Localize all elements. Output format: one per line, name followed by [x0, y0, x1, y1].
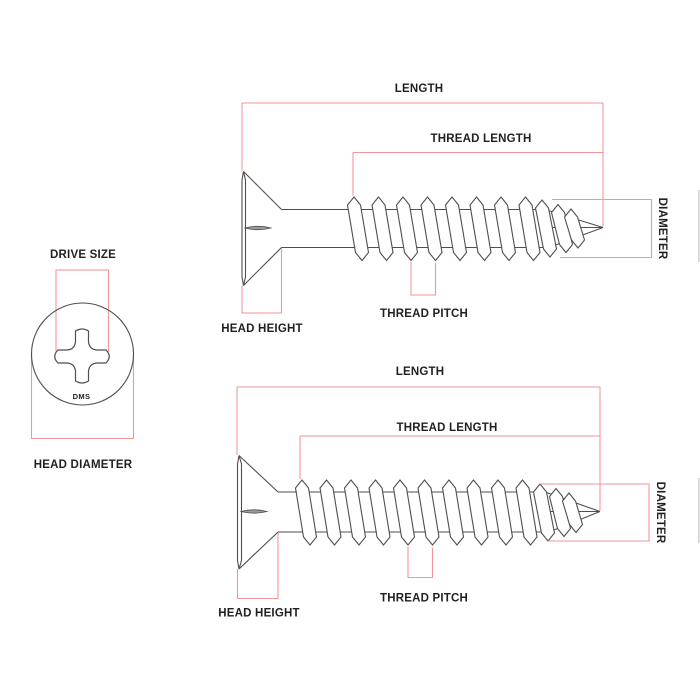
thread-crest	[493, 196, 517, 262]
thread-crest	[343, 479, 367, 546]
phillips-drive-recess	[54, 328, 110, 384]
length-dimension-line	[236, 386, 601, 511]
head-taper-top	[238, 455, 279, 493]
thread-pitch-dimension-line	[407, 546, 434, 579]
head-height-dimension-line	[241, 248, 283, 314]
top-screw-dimensions: LENGTH THREAD LENGTH DIAMETER HEAD HEIGH…	[221, 83, 668, 335]
head-taper-bottom	[238, 531, 279, 570]
screw-head-top-view-circle	[30, 302, 135, 406]
diameter-label: DIAMETER	[656, 198, 668, 260]
thread-crest	[563, 208, 586, 249]
drive-slot-side-view	[243, 225, 273, 231]
thread-crest	[417, 479, 440, 546]
drive-size-label: DRIVE SIZE	[50, 249, 116, 261]
thread-length-label: THREAD LENGTH	[431, 133, 532, 145]
countersunk-head-face	[241, 171, 247, 286]
head-diameter-label: HEAD DIAMETER	[34, 459, 133, 471]
length-dimension-line	[241, 102, 604, 227]
thread-crest	[444, 196, 468, 262]
thread-crest	[515, 479, 538, 546]
head-diameter-dimension-box	[30, 354, 135, 440]
drive-code-label: DMS	[73, 392, 91, 401]
countersunk-head-face	[236, 455, 243, 570]
length-label: LENGTH	[396, 366, 444, 378]
head-taper-top	[243, 171, 282, 210]
head-height-label: HEAD HEIGHT	[221, 323, 302, 335]
thread-pitch-label: THREAD PITCH	[380, 593, 468, 605]
thread-crest	[490, 479, 514, 546]
thread-length-label: THREAD LENGTH	[397, 422, 498, 434]
diameter-dimension-line	[540, 483, 650, 542]
thread-crest	[534, 199, 558, 258]
thread-crest	[346, 196, 370, 262]
thread-pitch-dimension-line	[410, 262, 437, 296]
bottom-screw-drawing	[236, 455, 601, 570]
thread-crest	[469, 196, 492, 262]
thread-crest	[466, 479, 489, 546]
thread-length-dimension-line	[299, 435, 600, 479]
thread-crest	[420, 196, 443, 262]
thread-crest	[371, 196, 394, 262]
thread-crest	[319, 479, 342, 546]
thread-crest	[294, 479, 318, 546]
thread-crest	[395, 196, 419, 262]
thread-length-dimension-line	[352, 151, 603, 196]
diameter-label: DIAMETER	[654, 482, 666, 544]
thread-crest	[441, 479, 465, 546]
thread-crest	[368, 479, 391, 546]
bottom-screw-dimensions: LENGTH THREAD LENGTH DIAMETER HEAD HEIGH…	[218, 366, 666, 620]
drive-size-view: DRIVE SIZE DMS HEAD DIAMETER	[30, 249, 135, 471]
head-height-dimension-line	[236, 533, 279, 600]
head-taper-bottom	[243, 247, 282, 286]
thread-crest	[561, 492, 584, 534]
thread-crest	[518, 196, 541, 262]
thread-crests	[346, 196, 586, 262]
head-height-label: HEAD HEIGHT	[218, 608, 299, 620]
thread-crest	[392, 479, 416, 546]
diameter-dimension-line	[552, 198, 653, 259]
length-label: LENGTH	[395, 83, 443, 95]
thread-pitch-label: THREAD PITCH	[380, 308, 468, 320]
drive-slot-side-view	[239, 509, 269, 514]
top-screw-drawing	[241, 171, 604, 286]
thread-crests	[294, 479, 584, 546]
thread-crest	[550, 203, 574, 254]
thread-crest	[548, 487, 572, 538]
